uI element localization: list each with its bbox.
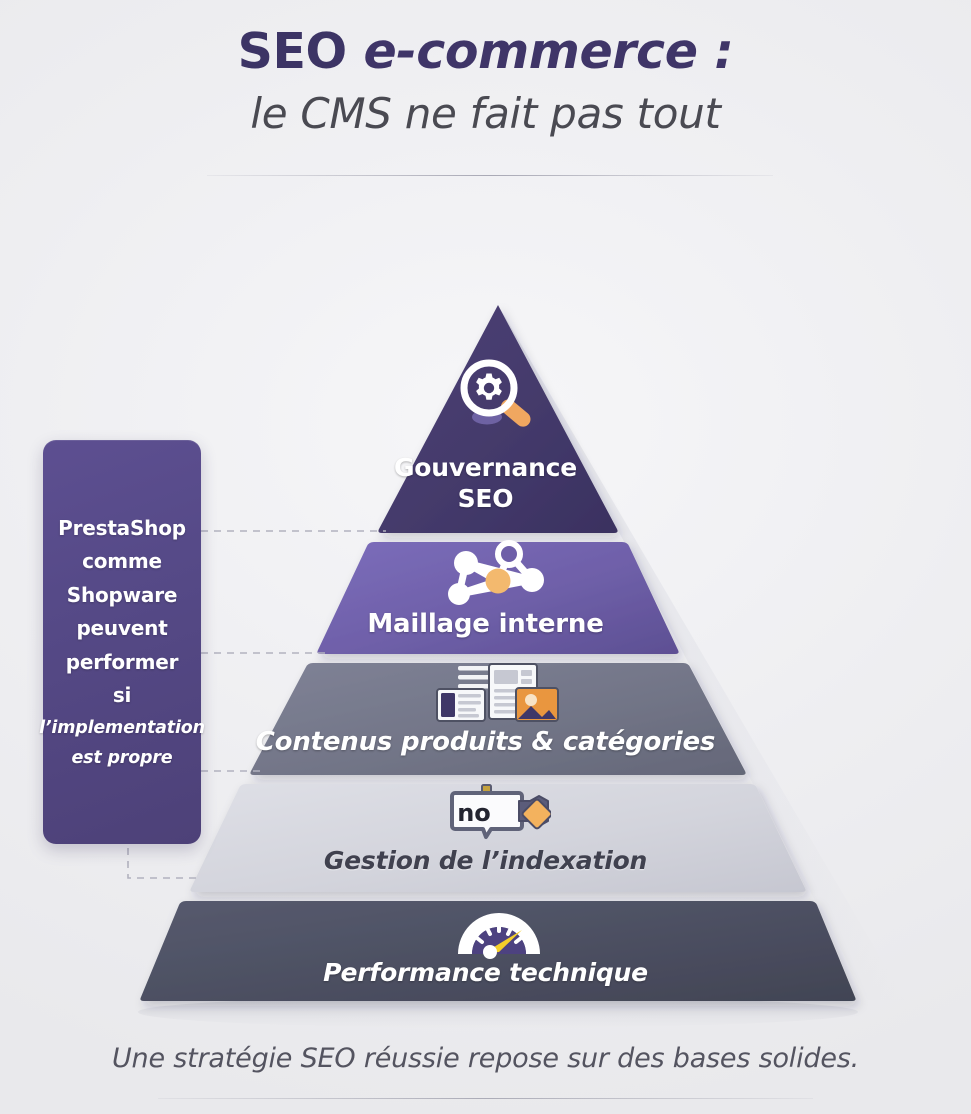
pyramid-tier-indexation[interactable] <box>190 784 806 892</box>
page-subtitle: le CMS ne fait pas tout <box>250 88 721 138</box>
callout-line: comme <box>82 549 162 573</box>
callout-line: performer <box>65 649 179 674</box>
pyramid-tier-contenus[interactable] <box>250 663 746 775</box>
pyramid-tier-maillage[interactable] <box>317 542 679 654</box>
callout-line: l’implementation <box>39 717 205 738</box>
callout-line: Shopware <box>66 582 178 607</box>
pyramid-tier-gouvernance[interactable] <box>378 305 618 533</box>
pyramid-tier-performance[interactable] <box>140 901 856 1001</box>
footer-caption: Une stratégie SEO réussie repose sur des… <box>112 1043 859 1074</box>
callout-line: peuvent <box>76 616 168 640</box>
footer-divider <box>158 1098 813 1099</box>
title-italic-part: e-commerce : <box>363 23 734 80</box>
header-divider <box>207 175 773 176</box>
callout-box[interactable]: PrestaShop comme Shopware peuvent perfor… <box>39 440 205 844</box>
callout-line: est propre <box>71 747 173 768</box>
callout-line: PrestaShop <box>58 515 186 540</box>
page-title: SEO e-commerce : <box>0 23 971 80</box>
footer: Une stratégie SEO réussie repose sur des… <box>0 1043 971 1074</box>
title-bold-part: SEO <box>237 23 364 80</box>
header: SEO e-commerce : le CMS ne fait pas tout <box>0 0 971 138</box>
callout-line: si <box>112 683 132 707</box>
